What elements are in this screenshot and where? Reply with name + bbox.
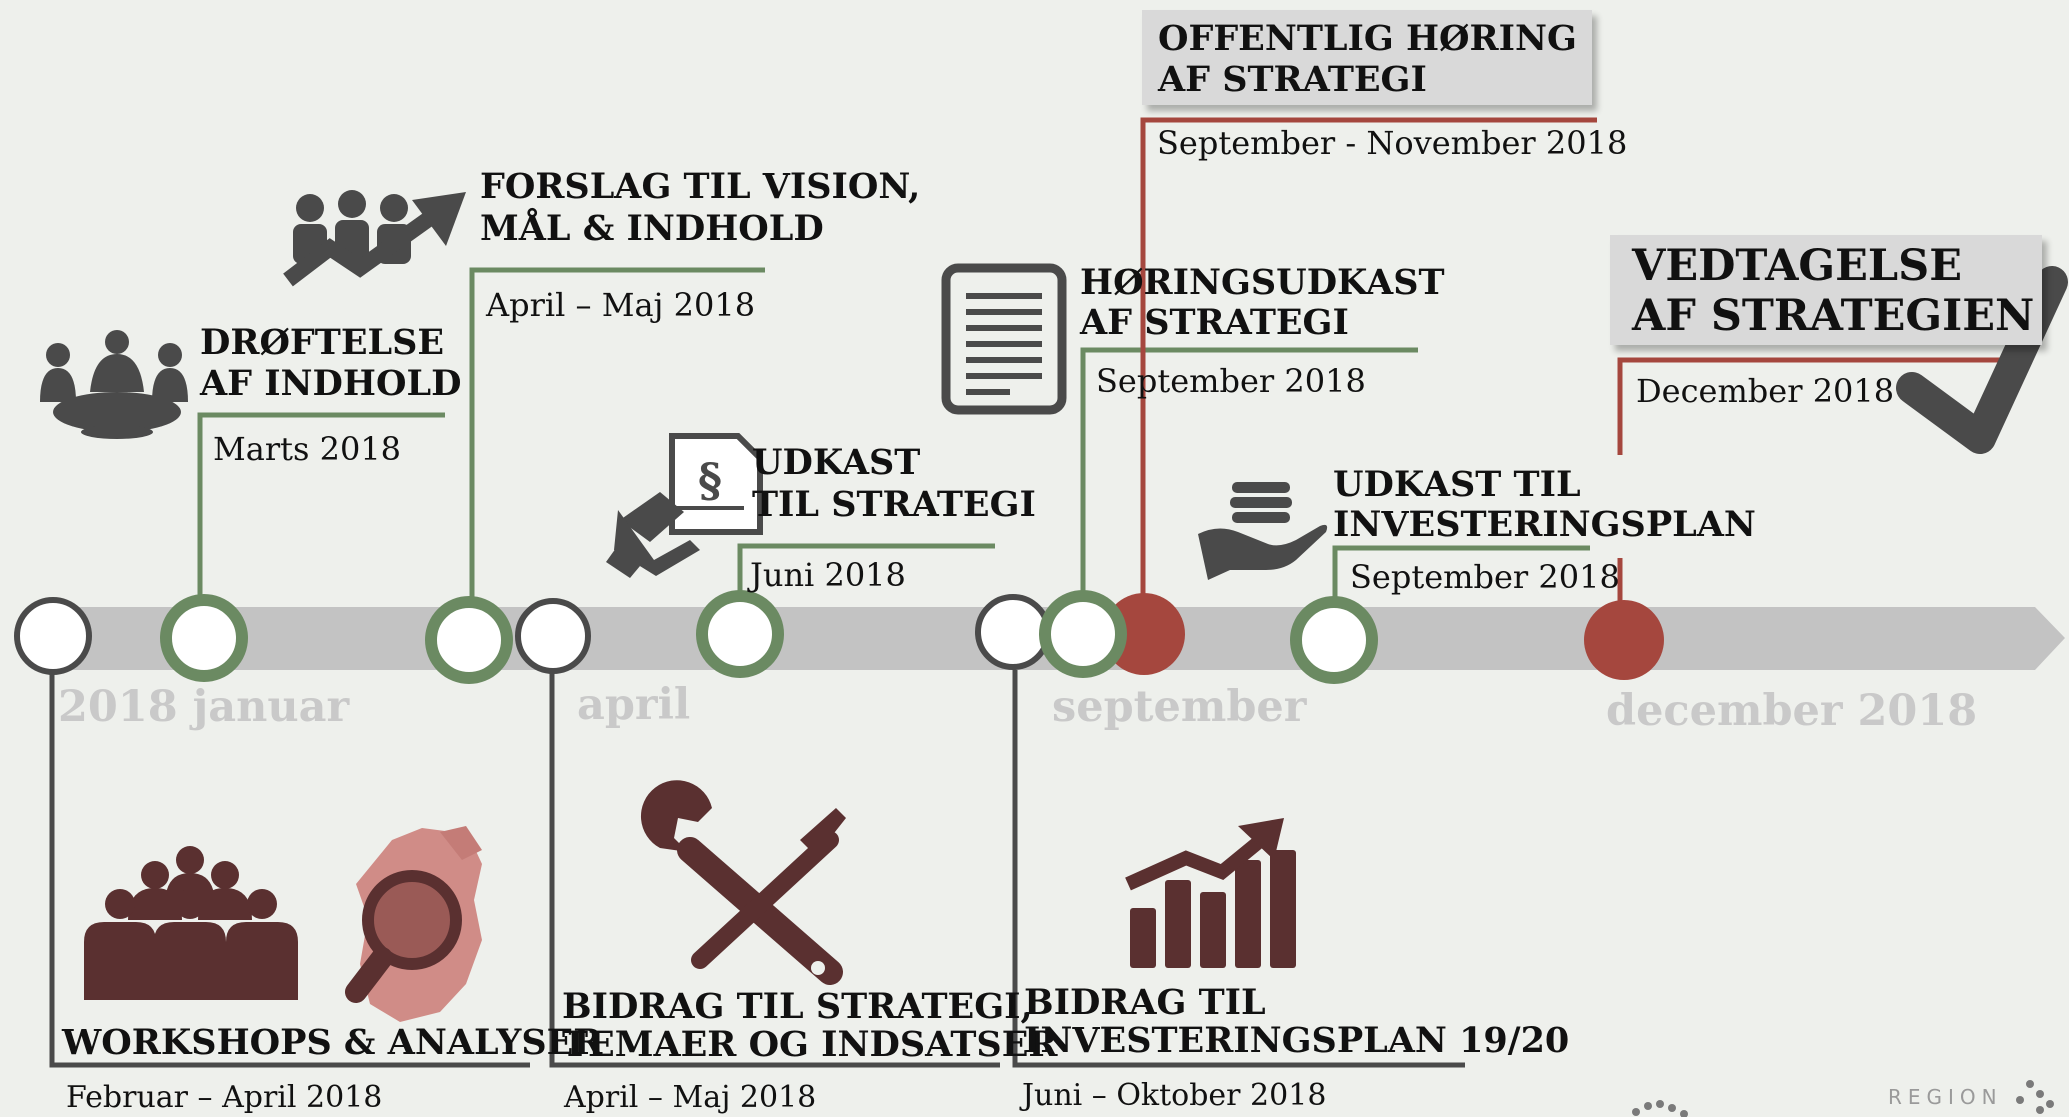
- phase-date: Februar – April 2018: [66, 1080, 383, 1115]
- phase-title-line2: INVESTERINGSPLAN 19/20: [1024, 1020, 1570, 1061]
- growth-team-icon: [283, 190, 466, 287]
- milestone-title-line2: TIL STRATEGI: [752, 484, 1036, 525]
- milestone-title-line1: HØRINGSUDKAST: [1080, 262, 1445, 303]
- milestone-marker-jun: [975, 594, 1051, 670]
- milestone-date: December 2018: [1636, 372, 1895, 410]
- document-icon: [941, 263, 1067, 415]
- milestone-date: September - November 2018: [1157, 124, 1628, 162]
- milestone-date: Marts 2018: [213, 430, 402, 468]
- svg-text:§: §: [698, 453, 722, 507]
- milestone-marker-apr: [515, 598, 591, 674]
- wrench-screwdriver-icon: [640, 780, 846, 985]
- milestone-date: September 2018: [1350, 558, 1620, 596]
- milestone-date: September 2018: [1096, 362, 1366, 400]
- milestone-title-line1: OFFENTLIG HØRING: [1158, 18, 1577, 59]
- milestone-markers: [14, 590, 1664, 684]
- milestone-title-line2: AF STRATEGI: [1080, 302, 1349, 343]
- connector-workshops: [49, 660, 530, 1068]
- month-label-dec: december 2018: [1606, 686, 1978, 736]
- phase-date: Juni – Oktober 2018: [1022, 1078, 1327, 1113]
- phase-title-line1: BIDRAG TIL STRATEGI,: [562, 986, 1033, 1027]
- milestone-title-line1: UDKAST TIL: [1333, 464, 1581, 505]
- milestone-title-line1: FORSLAG TIL VISION,: [480, 166, 921, 207]
- milestone-title-box: VEDTAGELSE AF STRATEGIEN: [1610, 235, 2042, 345]
- month-label-jan: 2018 januar: [58, 682, 350, 732]
- connector-droeftelse: [197, 412, 445, 600]
- milestone-marker-droeftelse: [160, 594, 248, 682]
- bar-chart-growth-icon: [1125, 818, 1296, 968]
- legal-document-hand-icon: §: [606, 433, 763, 578]
- round-table-meeting-icon: [40, 330, 188, 439]
- month-label-sep: september: [1052, 682, 1307, 732]
- milestone-title-line2: AF STRATEGI: [1158, 59, 1427, 100]
- milestone-title-line1: DRØFTELSE: [200, 322, 445, 363]
- milestone-title-box: OFFENTLIG HØRING AF STRATEGI: [1142, 10, 1592, 105]
- milestone-marker-vedtagelse: [1584, 600, 1664, 680]
- milestone-title-line1: VEDTAGELSE: [1632, 241, 1962, 291]
- connector-bidrag-strategi: [549, 660, 1000, 1068]
- connector-investeringsplan: [1332, 545, 1590, 600]
- milestone-title-line2: AF INDHOLD: [200, 363, 462, 404]
- milestone-title-line2: AF STRATEGIEN: [1632, 291, 2035, 341]
- milestone-title-line2: MÅL & INDHOLD: [480, 208, 824, 249]
- milestone-date: April – Maj 2018: [486, 286, 756, 324]
- milestone-marker-offentlig: [1103, 593, 1185, 675]
- connector-lines: [49, 117, 2005, 1068]
- milestone-marker-udkast: [696, 590, 784, 678]
- map-magnifier-icon: [345, 826, 482, 1022]
- milestone-marker-hoeringsudkast: [1039, 590, 1127, 678]
- connector-vedtagelse: [1617, 357, 2005, 455]
- connector-bidrag-investeringsplan: [1012, 660, 1465, 1068]
- phase-title: WORKSHOPS & ANALYSER: [62, 1022, 603, 1063]
- milestone-marker-forslag: [425, 596, 513, 684]
- milestone-title-line2: INVESTERINGSPLAN: [1333, 504, 1756, 545]
- milestone-marker-investeringsplan: [1290, 596, 1378, 684]
- connector-udkast: [737, 543, 995, 600]
- milestone-marker-jan: [14, 597, 92, 675]
- people-group-icon: [84, 846, 298, 1000]
- region-logo-text: REGION: [1888, 1085, 2003, 1109]
- milestone-title-line1: UDKAST: [752, 442, 921, 483]
- phase-title-line2: TEMAER OG INDSATSER: [562, 1024, 1058, 1065]
- phase-title-line1: BIDRAG TIL: [1024, 982, 1266, 1023]
- phase-date: April – Maj 2018: [564, 1080, 817, 1115]
- connector-forslag: [469, 267, 765, 600]
- milestone-date: Juni 2018: [750, 556, 906, 594]
- connector-hoeringsudkast: [1080, 347, 1418, 600]
- money-in-hand-icon: [1198, 482, 1328, 580]
- region-logo-mark: [1632, 1080, 2054, 1117]
- month-label-apr: april: [577, 680, 691, 730]
